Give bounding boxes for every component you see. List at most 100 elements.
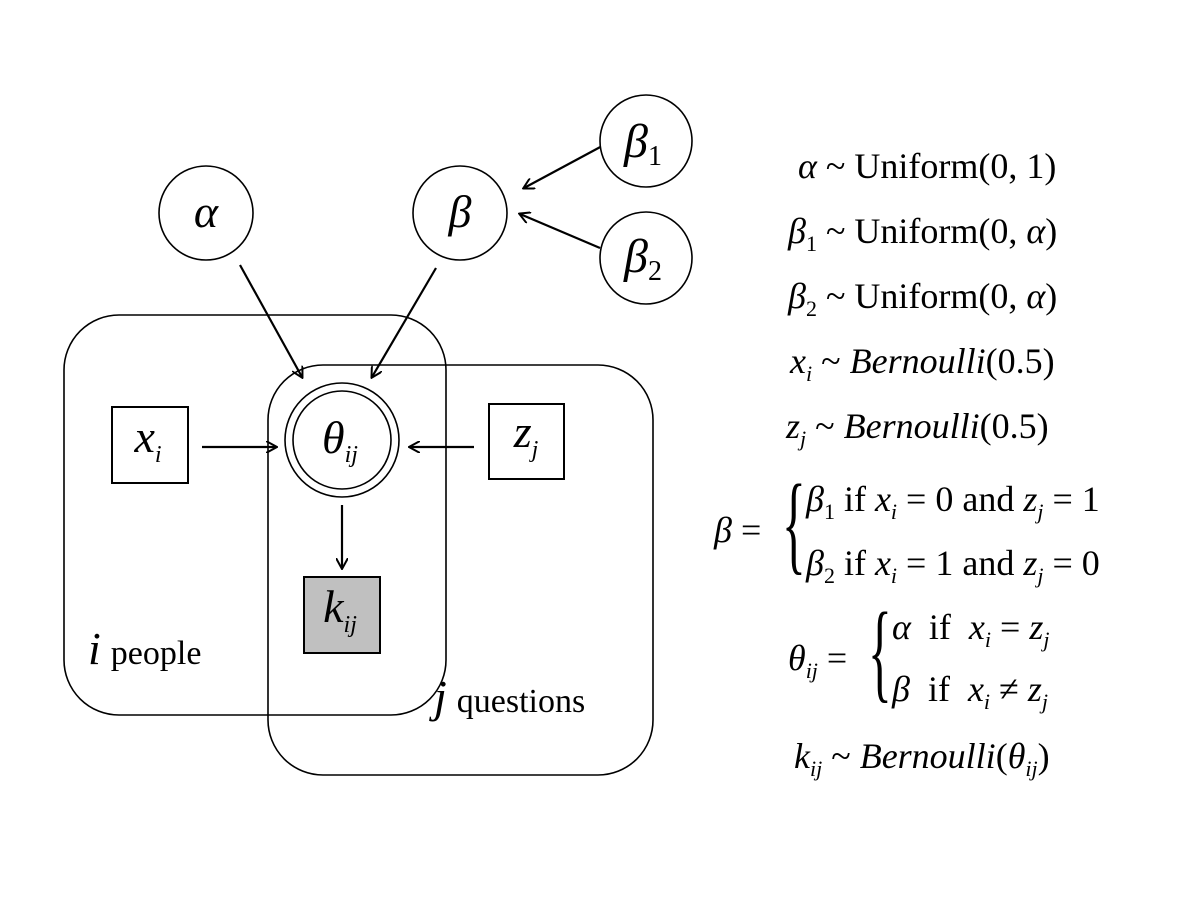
case1-xs: i [890,499,898,524]
eq-beta1: β1 ~ Uniform(0, α) [788,211,1058,255]
beta1-subscript: 1 [648,141,662,172]
plate-people [63,314,447,716]
node-x [111,406,189,484]
x-subscript: i [155,442,162,468]
eq-beta1-rest2: ) [1045,211,1058,251]
theta-case1-op: = [991,607,1030,647]
theta-case2-z: z [1027,669,1042,709]
case1-x: x [874,479,891,519]
case2-c2: = 0 [1043,543,1100,583]
eq-beta2-lhs: β [788,276,806,316]
eq-beta-def-case2: β2 if xi = 1 and zj = 0 [806,542,1100,587]
eq-x-dist: Bernoulli [849,341,986,381]
node-z [488,403,565,480]
edge-beta-theta [372,267,437,377]
theta-subscript: ij [345,442,359,468]
case2-zs: j [1037,563,1044,588]
eq-alpha-lhs: α [798,146,817,186]
node-theta-inner [292,390,392,490]
node-beta2-label: β2 [623,230,662,287]
eq-beta2-rest2: ) [1045,276,1058,316]
eq-z-tilde: ~ [806,406,844,446]
eq-beta1-lhs: β [788,211,806,251]
k-subscript: ij [344,612,358,638]
node-beta1 [599,94,693,188]
eq-k: kij ~ Bernoulli(θij) [794,736,1050,780]
eq-theta-def-lhs-sub: ij [805,658,818,683]
case2-if: if [834,543,875,583]
case1-z: z [1023,479,1038,519]
node-k-label: kij [323,581,357,638]
eq-x-sub: i [805,361,813,386]
eq-beta2: β2 ~ Uniform(0, α) [788,276,1058,320]
eq-theta-def-lhs: θ [788,638,806,678]
beta2-subscript: 2 [648,256,662,287]
node-z-label: zj [513,406,539,463]
eq-x: xi ~ Bernoulli(0.5) [790,341,1055,385]
eq-k-sub: ij [809,756,823,781]
eq-z-lhs: z [786,406,801,446]
eq-k-lhs: k [794,736,810,776]
eq-x-tilde: ~ [812,341,850,381]
theta-case1-x: x [968,607,985,647]
eq-beta-def-lhs: β [714,510,732,550]
node-alpha [158,165,254,261]
case1-zs: j [1037,499,1044,524]
eq-beta1-sub: 1 [805,231,817,256]
eq-alpha-rest: ~ Uniform(0, 1) [816,146,1057,186]
theta-case2-op: ≠ [990,669,1028,709]
plate-people-index: i [88,623,101,674]
node-beta1-label: β1 [623,115,662,172]
eq-beta2-var: α [1026,276,1046,316]
theta-case2-val: β [892,669,910,709]
theta-case2-zs: j [1041,689,1048,714]
case2-xs: i [890,563,898,588]
node-theta-label: θij [322,412,358,468]
edge-alpha-theta [239,264,302,377]
node-x-label: xi [133,411,161,468]
edge-beta2-beta [520,214,601,250]
eq-beta-def-brace: { [782,462,806,584]
node-alpha-label: α [194,186,219,237]
beta2-symbol: β [623,230,648,283]
eq-theta-def-case2: β if xi ≠ zj [892,668,1048,713]
plate-people-text: people [111,635,202,672]
case2-x: x [874,543,891,583]
x-symbol: x [133,411,155,462]
eq-x-arg: (0.5) [985,341,1055,381]
eq-z-arg: (0.5) [979,406,1049,446]
case1-if: if [834,479,875,519]
z-subscript: j [529,437,539,463]
plate-questions [267,364,654,776]
eq-x-lhs: x [790,341,806,381]
node-beta2 [599,211,693,305]
theta-case1-xs: i [984,627,992,652]
eq-beta-def: β = { β1 if xi = 0 and zj = 1 β2 if xi =… [714,462,1174,600]
node-k [303,576,381,654]
eq-beta-def-case1: β1 if xi = 0 and zj = 1 [806,478,1100,523]
eq-k-tilde: ~ [822,736,860,776]
case2-z: z [1023,543,1038,583]
eq-z-dist: Bernoulli [843,406,980,446]
theta-case2-x: x [967,669,984,709]
case2-c1: = 1 and [897,543,1024,583]
eq-beta2-sub: 2 [805,296,817,321]
node-beta-label: β [448,186,472,237]
case1-val: β [806,479,824,519]
eq-beta2-rest1: ~ Uniform(0, [816,276,1027,316]
eq-theta-def-lhs-wrap: θij = [788,638,848,683]
plate-questions-index: j [429,671,447,722]
theta-case1-val: α [892,607,911,647]
theta-case2-xs: i [983,689,991,714]
eq-k-arg: θ [1007,736,1026,776]
eq-theta-def-case1: α if xi = zj [892,606,1049,651]
eq-beta1-rest1: ~ Uniform(0, [816,211,1027,251]
eq-z-sub: j [800,426,807,451]
case1-sub: 1 [823,499,835,524]
theta-symbol: θ [322,412,345,463]
k-symbol: k [323,581,345,632]
case1-c2: = 1 [1043,479,1100,519]
